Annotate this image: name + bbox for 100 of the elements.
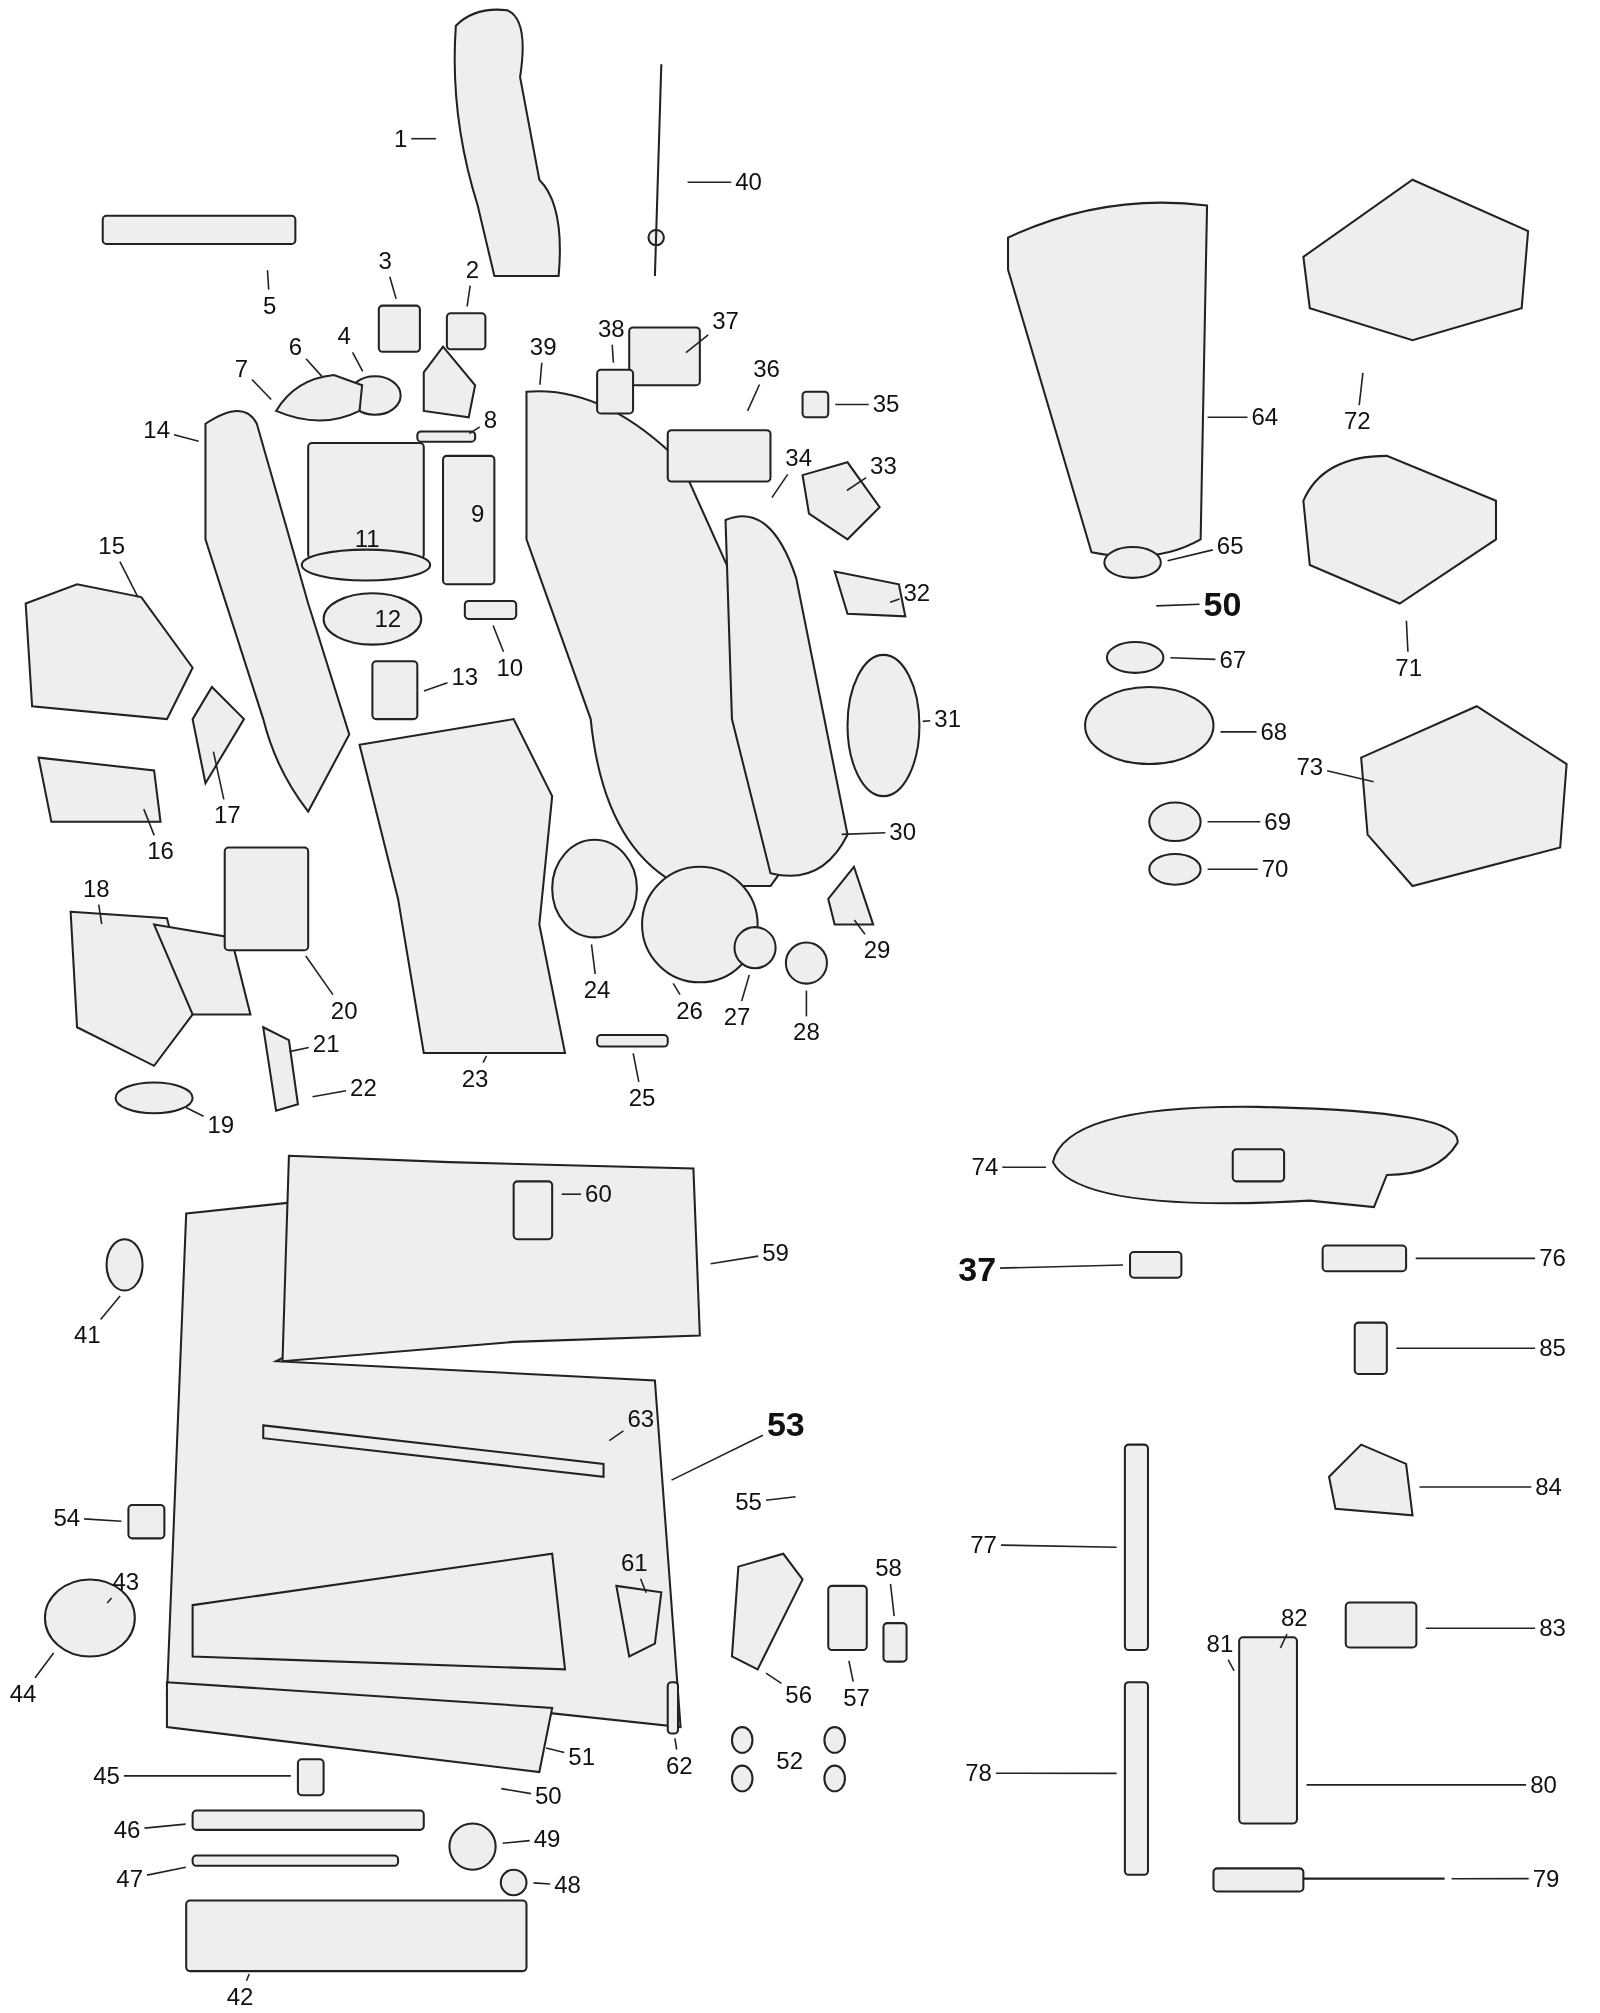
- leader-line: [1206, 416, 1249, 419]
- callout-number: 37: [711, 308, 740, 334]
- leader-line: [674, 1737, 678, 1751]
- leader-line: [143, 1823, 187, 1829]
- callout-number: 63: [626, 1405, 656, 1432]
- callout-number: 2: [464, 256, 481, 283]
- leader-line: [639, 1578, 647, 1594]
- leader-line: [611, 343, 615, 364]
- callout-number: 54: [52, 1504, 82, 1531]
- leader-line: [482, 1055, 488, 1064]
- callout-number: 20: [329, 997, 359, 1024]
- callout-number: 26: [675, 997, 704, 1024]
- callout-number: 17: [212, 802, 242, 829]
- callout-number: 5: [262, 292, 278, 319]
- leader-line: [97, 903, 103, 925]
- leader-line: [765, 1672, 783, 1685]
- callout-number: 38: [596, 315, 626, 342]
- leader-line: [771, 473, 789, 499]
- leader-line: [288, 1046, 310, 1053]
- callout-number: 51: [567, 1743, 597, 1770]
- leader-line: [305, 357, 324, 379]
- leader-line: [466, 284, 471, 308]
- callout-number: 57: [842, 1684, 871, 1711]
- leader-line: [501, 1839, 531, 1845]
- callout-number: 41: [72, 1322, 102, 1349]
- leader-line: [212, 750, 225, 801]
- leader-line: [1219, 731, 1258, 733]
- callout-number: 13: [450, 663, 480, 690]
- callout-number: 9: [470, 500, 486, 527]
- leader-line: [539, 361, 543, 386]
- callout-number: 61: [620, 1549, 649, 1576]
- leader-line: [173, 433, 200, 442]
- leader-line: [305, 955, 334, 996]
- leader-line: [119, 560, 139, 599]
- leader-line: [921, 719, 932, 723]
- leader-line: [889, 598, 901, 603]
- callout-number: 79: [1531, 1865, 1561, 1892]
- callout-number: 77: [969, 1531, 998, 1558]
- callout-number: 11: [353, 526, 381, 553]
- leader-line: [1326, 769, 1375, 783]
- leader-line: [423, 682, 449, 692]
- leader-line: [1305, 1784, 1527, 1786]
- callout-number: 59: [761, 1240, 790, 1267]
- leader-line: [1358, 372, 1364, 406]
- leader-line: [1395, 1347, 1536, 1350]
- callout-number: 74: [970, 1154, 1000, 1181]
- callout-number: 83: [1538, 1615, 1567, 1642]
- leader-line: [468, 426, 481, 435]
- leader-line: [1206, 868, 1259, 871]
- callout-number: 78: [964, 1760, 993, 1787]
- leader-line: [670, 1434, 764, 1481]
- leader-line: [765, 1496, 797, 1502]
- callout-number: 64: [1250, 404, 1280, 431]
- leader-line: [709, 1255, 759, 1265]
- leader-line: [805, 989, 808, 1018]
- callout-number: 18: [81, 875, 111, 902]
- callout-number: 84: [1534, 1474, 1563, 1500]
- callout-number: 31: [933, 706, 962, 733]
- leader-line: [532, 1882, 551, 1885]
- callout-number: 1: [392, 125, 409, 152]
- callout-number: 7: [233, 355, 250, 382]
- leader-line: [99, 1295, 121, 1321]
- callout-number: 44: [8, 1680, 38, 1707]
- callout-number: 82: [1280, 1604, 1309, 1631]
- leader-line: [1206, 821, 1262, 823]
- leader-line: [1169, 656, 1217, 661]
- leader-line: [840, 832, 887, 836]
- leader-line: [311, 1089, 347, 1098]
- callout-number: 68: [1259, 718, 1289, 745]
- leader-line: [672, 982, 681, 996]
- leader-line: [1405, 620, 1409, 653]
- leader-line: [1227, 1658, 1235, 1672]
- callout-number: 85: [1538, 1335, 1567, 1362]
- leader-line: [500, 1787, 532, 1795]
- callout-number: 21: [311, 1030, 341, 1057]
- callout-number: 39: [528, 333, 558, 360]
- callout-number: 29: [862, 937, 892, 964]
- callout-number: 48: [553, 1872, 582, 1899]
- callout-number: 53: [765, 1406, 806, 1443]
- leader-line: [740, 974, 751, 1002]
- leader-line: [1425, 1627, 1536, 1630]
- callout-number: 76: [1538, 1245, 1567, 1272]
- leader-line: [1414, 1257, 1536, 1260]
- leader-line: [999, 1264, 1124, 1269]
- leader-line: [123, 1775, 292, 1777]
- callout-number: 50: [1202, 585, 1243, 622]
- callout-number: 6: [287, 333, 303, 360]
- callout-number: 14: [142, 417, 171, 444]
- callout-number: 22: [349, 1074, 378, 1101]
- callout-number: 81: [1205, 1630, 1235, 1657]
- callout-number: 65: [1215, 532, 1245, 559]
- leader-line: [185, 1106, 205, 1117]
- leader-line: [848, 1660, 854, 1683]
- leader-line: [608, 1430, 625, 1442]
- leader-line: [590, 943, 596, 975]
- leader-line: [889, 1583, 895, 1617]
- callout-number: 80: [1529, 1771, 1558, 1798]
- callout-number: 4: [336, 323, 352, 350]
- callout-number: 40: [734, 169, 763, 196]
- leader-line: [995, 1772, 1118, 1775]
